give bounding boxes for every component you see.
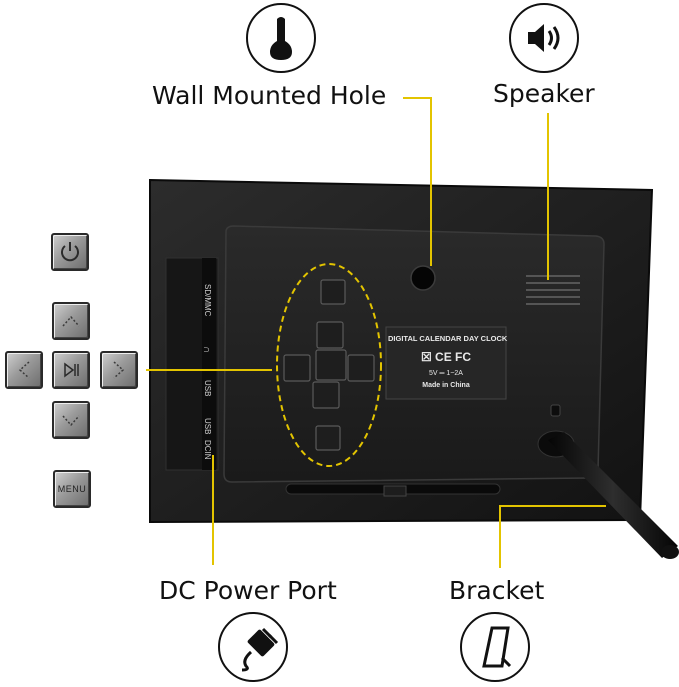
down-key-icon [52,401,90,439]
menu-key: MENU [53,470,91,508]
device-label-origin: Made in China [422,382,470,389]
play-pause-key-icon [52,351,90,389]
wall-hole-callout-line [403,97,432,266]
bracket-callout: Bracket [449,576,545,605]
menu-key-label: MENU [57,484,87,494]
reset-button [550,404,561,417]
wall-hole-icon [246,3,316,73]
bracket-icon [460,612,530,682]
bracket-stand [548,432,678,558]
port-label-audio: ∩ [201,346,212,354]
speaker-icon [509,3,579,73]
speaker-grille [526,275,580,305]
dc-power-callout: DC Power Port [159,576,337,605]
left-key-icon [5,351,43,389]
wall-hole [410,265,436,291]
up-key-icon [52,302,90,340]
keys-highlight [276,263,382,467]
panel-keys [283,279,375,451]
plug-icon [218,612,288,682]
device-label-power: 5V ═ 1~2A [429,370,463,377]
power-key-icon [51,233,89,271]
right-key-icon [100,351,138,389]
label-plate [385,326,507,400]
device-label-title: DIGITAL CALENDAR DAY CLOCK [388,334,508,343]
speaker-callout: Speaker [493,79,595,108]
port-label-dcin: DCIN [203,440,212,460]
bracket-callout-line [499,505,606,568]
port-label-usb-1: USB [203,380,212,397]
port-label-sd-mmc: SD/MMC [203,284,212,317]
wall-hole-callout: Wall Mounted Hole [152,81,387,110]
device-label-cert: ☒ CE FC [420,350,472,364]
port-label-usb-2: USB [203,418,212,435]
